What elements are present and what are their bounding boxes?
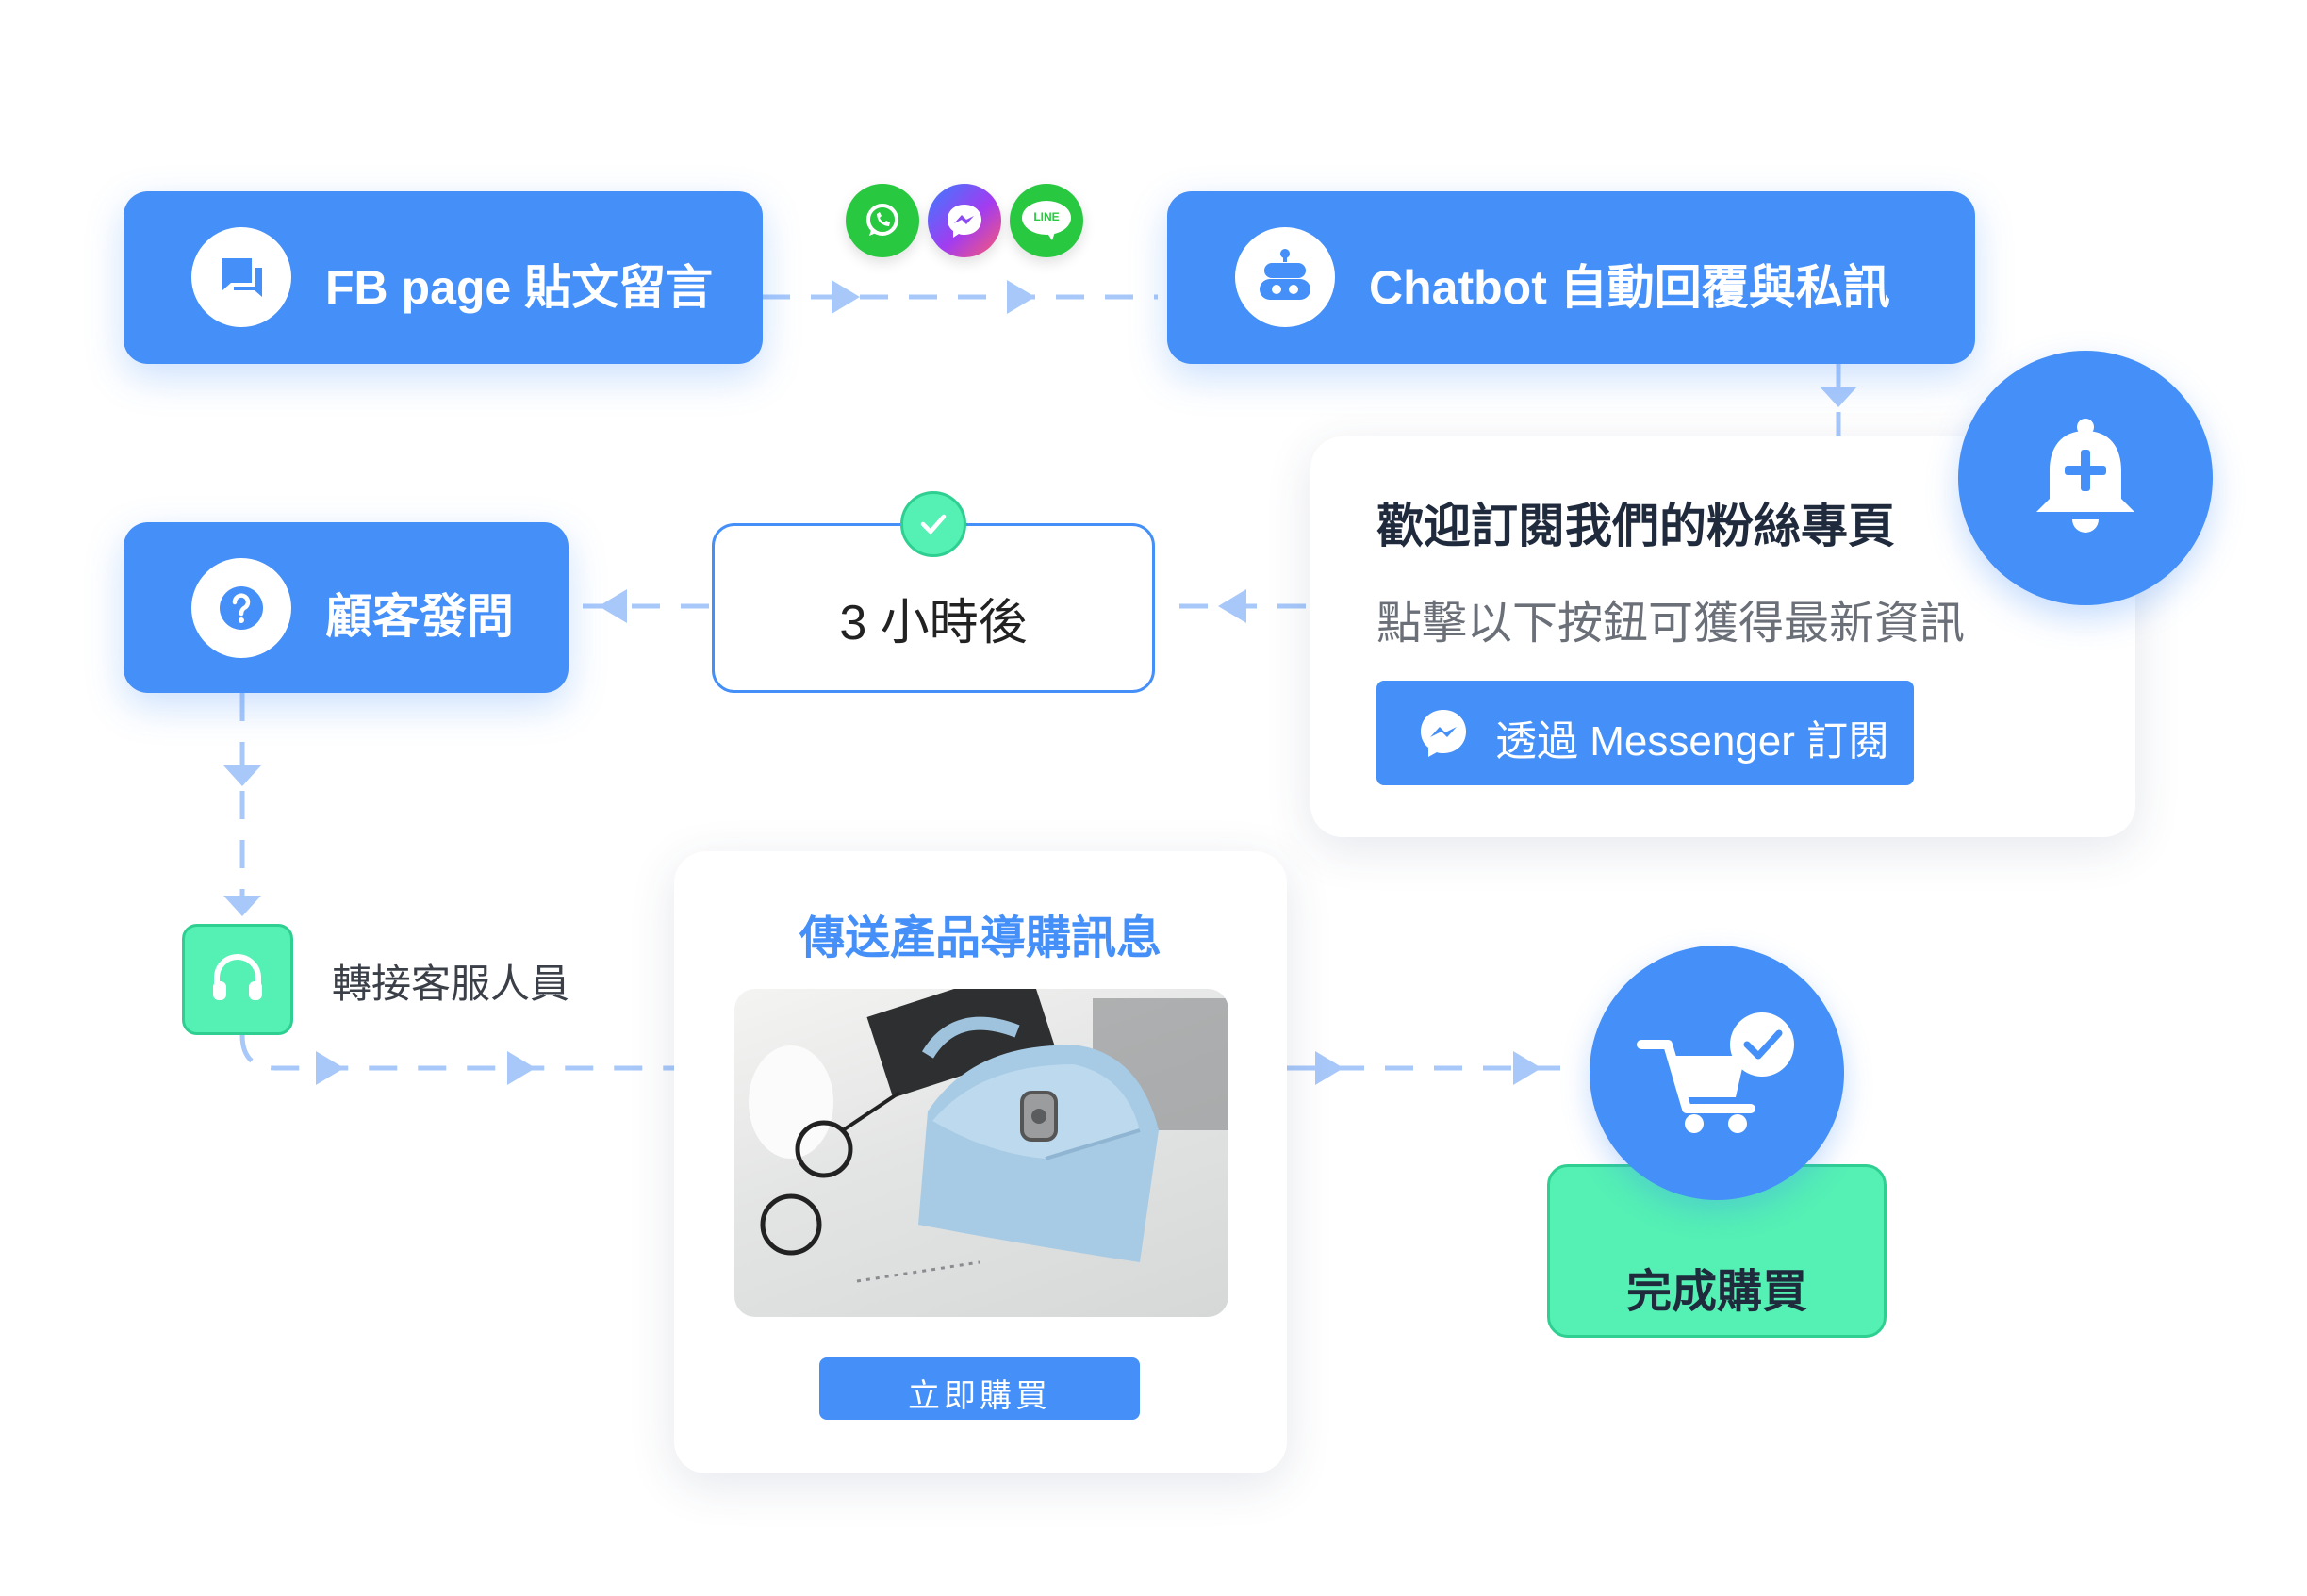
subscribe-card-title: 歡迎訂閱我們的粉絲專頁 <box>1376 500 1895 552</box>
chat-bubble-icon <box>191 227 291 327</box>
question-mark-icon <box>191 558 291 658</box>
arrow-down <box>223 765 261 786</box>
arrow-left <box>1218 589 1246 623</box>
check-badge-icon <box>900 491 966 557</box>
arrow-right <box>1513 1051 1541 1085</box>
chatbot-auto-reply-node: Chatbot 自動回覆與私訊 <box>1167 191 1975 364</box>
arrow-left <box>599 589 627 623</box>
transfer-agent-label: 轉接客服人員 <box>332 962 570 1006</box>
whatsapp-icon <box>846 184 919 257</box>
subscribe-card-subtitle: 點擊以下按鈕可獲得最新資訊 <box>1376 599 1966 649</box>
fb-page-label: FB page 貼文留言 <box>325 261 714 314</box>
line-icon: LINE <box>1010 184 1083 257</box>
cart-check-icon <box>1590 946 1844 1200</box>
subscribe-button-label: 透過 Messenger 訂閱 <box>1495 718 1890 765</box>
arrow-down <box>223 896 261 916</box>
arrow-right <box>316 1051 344 1085</box>
fb-page-comment-node: FB page 貼文留言 <box>124 191 763 364</box>
product-card: 傳送產品導購訊息 立即購買 <box>674 851 1287 1473</box>
arrow-right <box>1007 280 1035 314</box>
product-image <box>734 989 1228 1317</box>
headset-icon <box>182 924 293 1035</box>
robot-icon <box>1235 227 1335 327</box>
arrow-right <box>832 280 860 314</box>
customer-question-node: 顧客發問 <box>124 522 569 693</box>
messenger-icon <box>928 184 1001 257</box>
arrow-right <box>507 1051 536 1085</box>
delay-label: 3 小時後 <box>839 596 1028 650</box>
buy-now-label: 立即購買 <box>908 1378 1051 1414</box>
arrow-right <box>1315 1051 1343 1085</box>
product-card-title: 傳送產品導購訊息 <box>799 913 1162 963</box>
bell-plus-icon <box>1958 351 2213 605</box>
customer-question-label: 顧客發問 <box>325 590 514 643</box>
buy-now-button[interactable]: 立即購買 <box>819 1357 1140 1420</box>
subscribe-via-messenger-button[interactable]: 透過 Messenger 訂閱 <box>1376 681 1914 785</box>
complete-purchase-label: 完成購買 <box>1625 1267 1807 1317</box>
messenger-icon <box>1416 706 1471 761</box>
chatbot-label: Chatbot 自動回覆與私訊 <box>1369 261 1890 314</box>
line-logo-text: LINE <box>1033 210 1060 223</box>
arrow-down <box>1820 387 1857 407</box>
